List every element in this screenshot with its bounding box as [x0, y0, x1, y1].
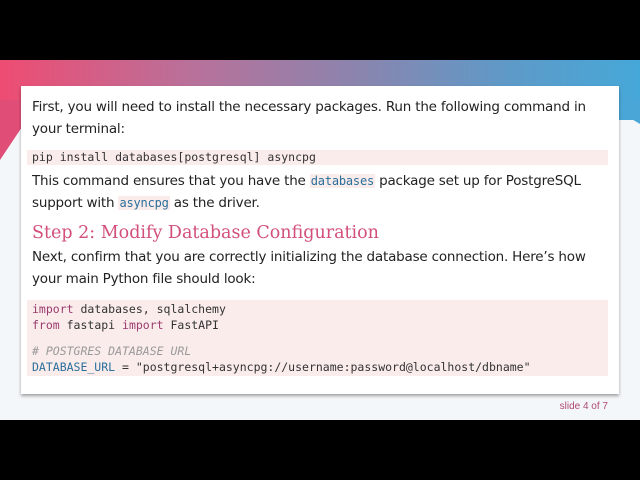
explain-paragraph: This command ensures that you have the d… — [32, 170, 612, 214]
explain-text-3: as the driver. — [169, 195, 260, 211]
slide: First, you will need to install the nece… — [0, 60, 640, 420]
code-line-1: import databases, sqlalchemy — [32, 301, 226, 317]
explain-text-2: package set up for PostgreSQL support wi… — [32, 173, 581, 211]
explain-text-1: This command ensures that you have the — [32, 173, 310, 189]
keyword-import: import — [122, 318, 164, 332]
keyword-from: from — [32, 318, 60, 332]
code-text: databases, sqlalchemy — [73, 302, 226, 316]
inline-code-asyncpg: asyncpg — [118, 196, 170, 210]
code-text: FastAPI — [163, 318, 219, 332]
content-card: First, you will need to install the nece… — [21, 86, 619, 394]
next-paragraph: Next, confirm that you are correctly ini… — [32, 249, 586, 287]
code-line-2: from fastapi import FastAPI — [32, 317, 219, 333]
intro-paragraph: First, you will need to install the nece… — [32, 99, 586, 137]
inline-code-databases: databases — [309, 174, 375, 188]
python-code-block: import databases, sqlalchemy from fastap… — [27, 300, 608, 376]
code-comment: # POSTGRES DATABASE URL — [32, 344, 192, 358]
keyword-import: import — [32, 302, 74, 316]
variable-database-url: DATABASE_URL — [32, 360, 116, 374]
install-command-code: pip install databases[postgresql] asyncp… — [27, 150, 608, 165]
code-text: = "postgresql+asyncpg://username:passwor… — [115, 360, 531, 374]
code-line-4: DATABASE_URL = "postgresql+asyncpg://use… — [32, 359, 531, 375]
code-text: fastapi — [59, 318, 123, 332]
step-heading: Step 2: Modify Database Configuration — [32, 223, 379, 243]
slide-counter: slide 4 of 7 — [559, 401, 608, 412]
